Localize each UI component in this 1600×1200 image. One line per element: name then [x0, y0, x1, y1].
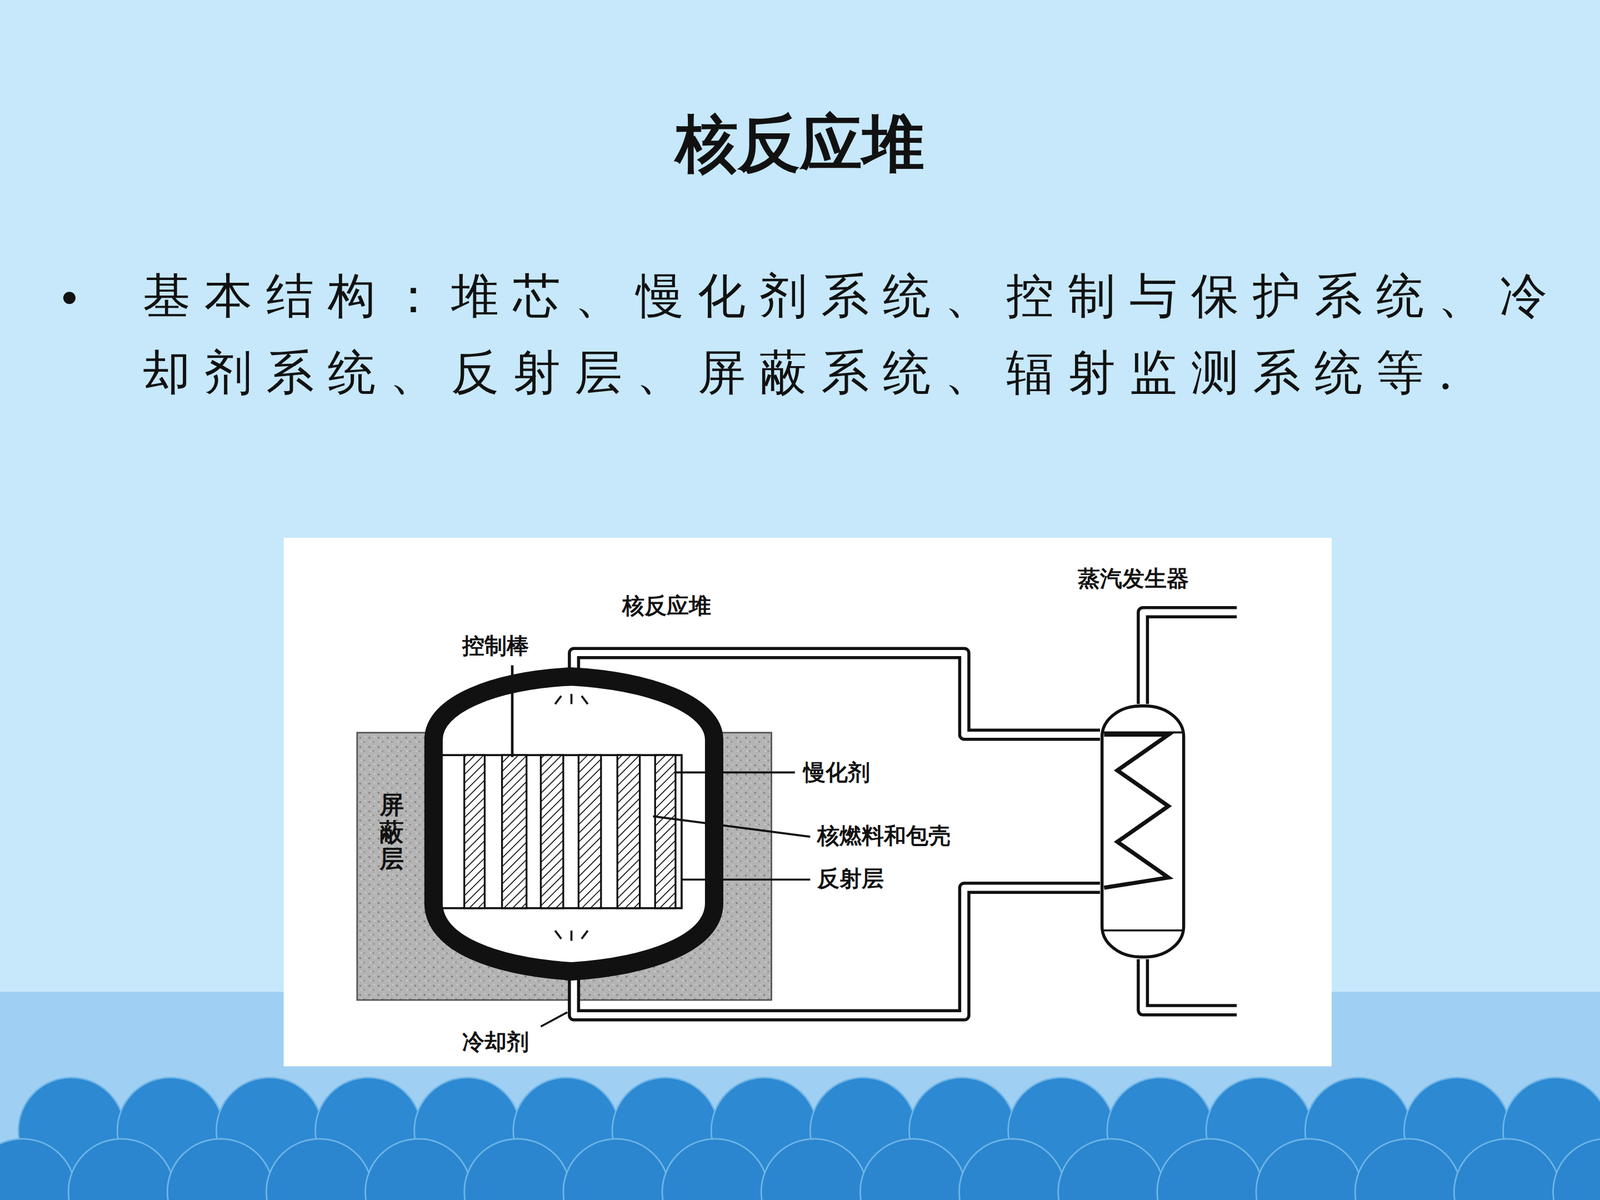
spray-marks	[555, 693, 588, 941]
fuel-rods	[464, 755, 676, 909]
slide-title: 核反应堆	[0, 102, 1600, 187]
steam-generator: 蒸汽发生器	[1100, 703, 1186, 959]
part-label: 冷却剂	[461, 1026, 530, 1058]
generator-outline	[1100, 703, 1186, 959]
node-heading: 蒸汽发生器	[1077, 563, 1189, 594]
core-box	[436, 755, 682, 909]
reactor-vessel: 核反应堆	[423, 668, 725, 980]
part-label: 控制棒	[461, 630, 530, 662]
vessel-outline	[423, 668, 725, 980]
steam-outlets	[1142, 612, 1239, 1010]
part-label: 反射层	[816, 863, 885, 894]
part-label: 核燃料和包壳	[816, 820, 952, 852]
heat-exchange-coil	[1103, 734, 1169, 888]
figure-panel	[283, 537, 1332, 1067]
node-heading: 核反应堆	[622, 590, 712, 622]
bullet-dot	[63, 291, 76, 304]
vessel-interior	[433, 676, 715, 972]
part-label: 慢化剂	[802, 757, 872, 788]
leader-lines	[540, 772, 810, 1027]
scallop-border	[0, 1077, 1600, 1200]
node-heading: 屏蔽层	[379, 791, 404, 873]
bullet-text: 基本结构：堆芯、慢化剂系统、控制与保护系统、冷却剂系统、反射层、屏蔽系统、辐射监…	[142, 257, 1582, 411]
